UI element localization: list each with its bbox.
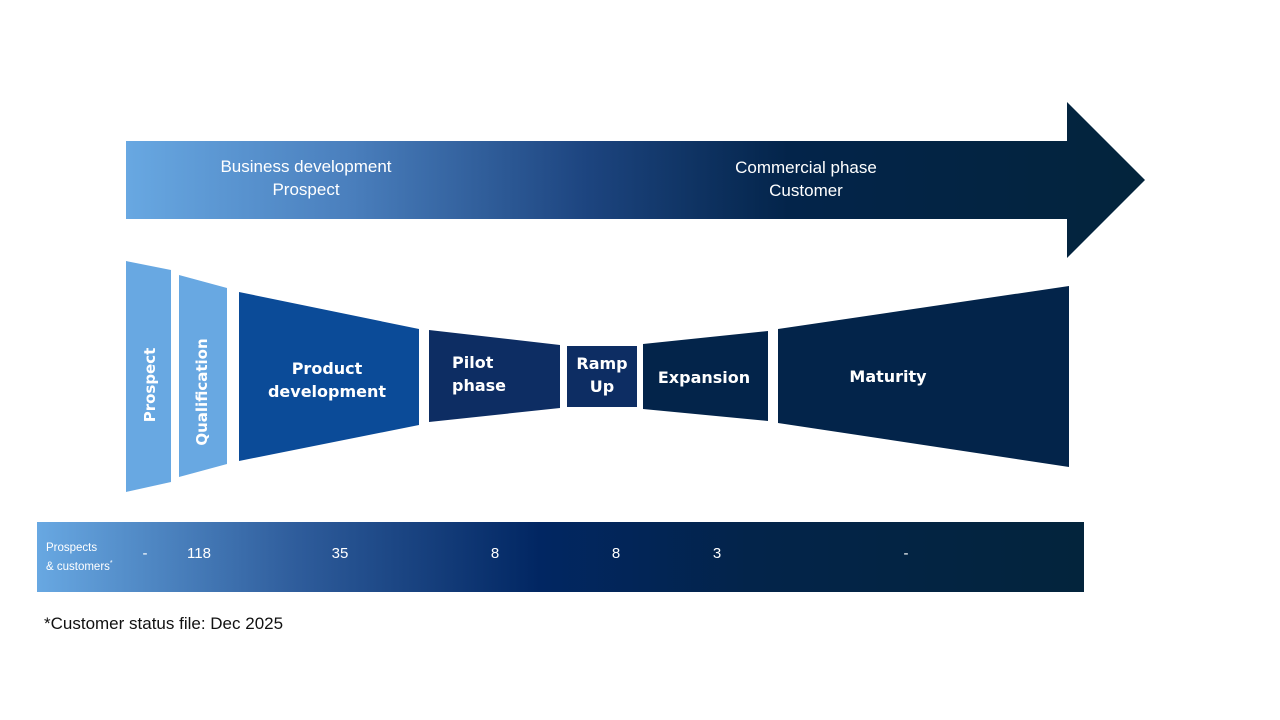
stage-pilot-phase-line1: Pilot [452,353,494,372]
phase-business-label: Business development Prospect [196,155,416,201]
stage-ramp-up-label: Ramp Up [567,352,637,398]
phase-commercial-label: Commercial phase Customer [696,156,916,202]
stage-ramp-up-line2: Up [589,377,615,396]
counts-row-label-line1: Prospects [46,542,98,554]
counts-bar [37,522,1084,592]
count-ramp-up: 8 [611,545,621,562]
stage-expansion-label: Expansion [657,368,751,387]
stage-pilot-phase-label: Pilot phase [452,351,512,397]
stage-qualification-shape [179,275,227,477]
stage-ramp-up-line1: Ramp [576,354,628,373]
count-maturity: - [903,545,909,562]
counts-row-label-footnote-mark: * [109,560,113,567]
stage-prospect-shape [126,261,171,492]
stage-pilot-phase-shape [429,330,560,422]
counts-row-label-line2: & customers* [46,556,113,575]
stage-ramp-up-shape [567,346,637,407]
phase-business-line2: Prospect [272,180,340,199]
count-prospect: - [142,545,148,562]
phase-commercial-line2: Customer [769,181,843,200]
phase-commercial-line1: Commercial phase [735,158,877,177]
count-expansion: 3 [712,545,722,562]
stage-qualification-label: Qualification [193,338,211,446]
count-qualification: 118 [187,545,211,562]
stage-expansion-shape [643,331,768,421]
count-product-development: 35 [331,545,349,562]
phase-arrow [126,102,1145,258]
stage-product-development-label: Product development [257,357,397,403]
stage-product-development-line1: Product [291,359,363,378]
stage-maturity-label: Maturity [849,367,927,386]
stage-pilot-phase-line2: phase [452,376,507,395]
footnote: *Customer status file: Dec 2025 [44,614,284,633]
counts-row-label: Prospects & customers* [46,540,113,575]
stage-maturity-shape [778,286,1069,467]
counts-row-label-line2-text: & customers [46,560,110,573]
stage-prospect-label: Prospect [141,347,159,423]
stage-product-development-shape [239,292,419,461]
stage-product-development-line2: development [267,382,387,401]
count-pilot-phase: 8 [490,545,500,562]
phase-business-line1: Business development [220,157,392,176]
